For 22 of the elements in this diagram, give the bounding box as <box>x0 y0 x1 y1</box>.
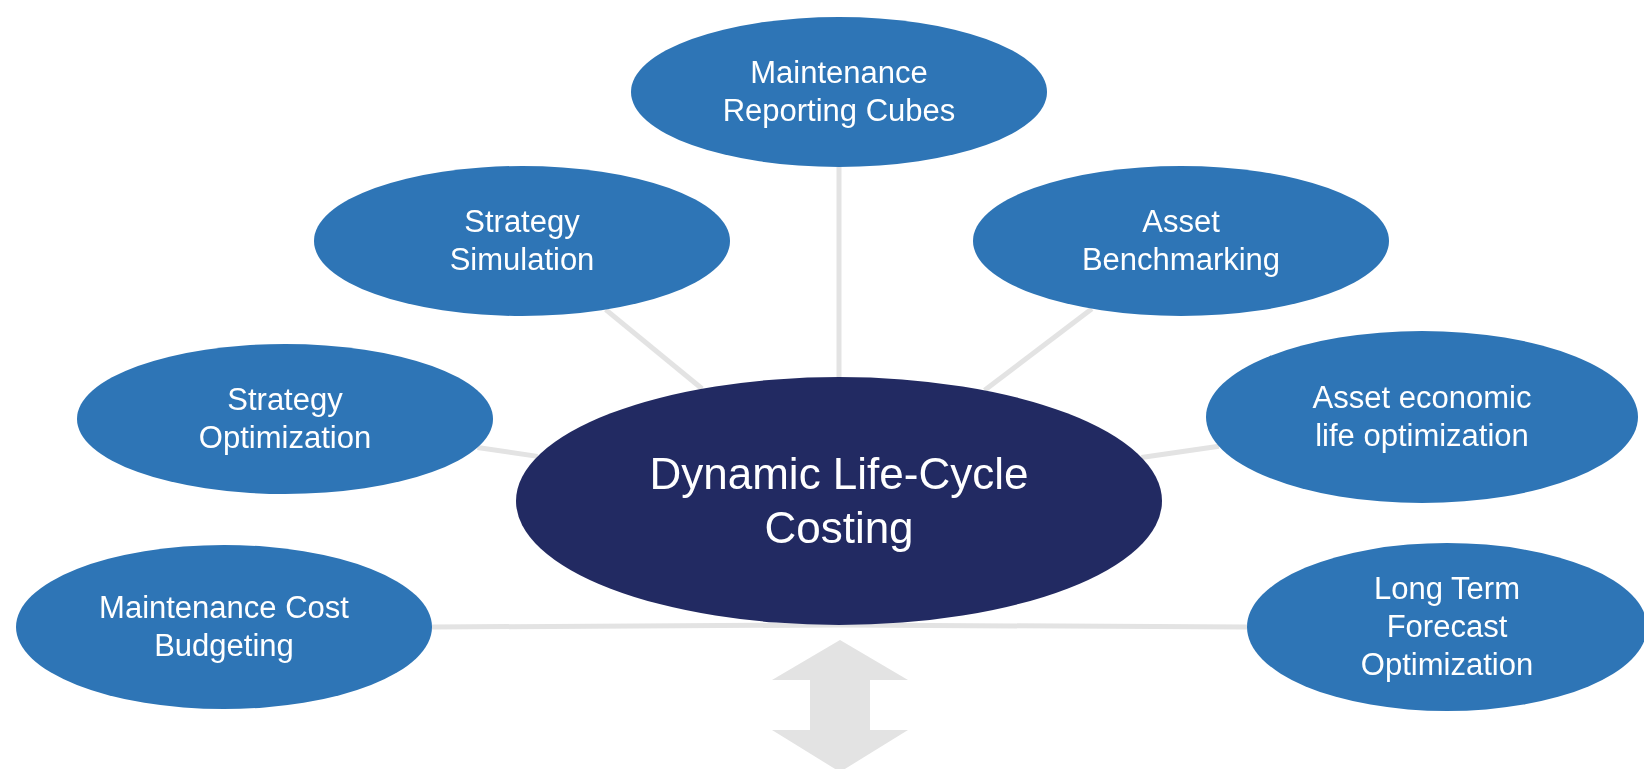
connector-line <box>1141 443 1220 460</box>
connector-line <box>604 307 704 391</box>
node-label: Maintenance Cost Budgeting <box>98 589 350 665</box>
connector-line <box>477 445 538 459</box>
ellipse-node <box>1206 331 1638 503</box>
connector-line <box>839 622 1247 630</box>
ellipse-node <box>16 545 432 709</box>
node-label: Asset Benchmarking <box>1080 203 1282 279</box>
node-label: Dynamic Life-Cycle Costing <box>648 448 1030 554</box>
ellipse-node <box>631 17 1047 167</box>
node-label: Long Term Forecast Optimization <box>1359 570 1535 684</box>
ellipse-node <box>516 377 1162 625</box>
node-label: Asset economic life optimization <box>1311 379 1533 455</box>
ellipse-node <box>314 166 730 316</box>
connector-line <box>836 167 842 377</box>
node-label: Strategy Simulation <box>448 203 596 279</box>
connector-line <box>983 306 1094 393</box>
ellipse-node <box>973 166 1389 316</box>
node-label: Maintenance Reporting Cubes <box>721 54 957 130</box>
node-label: Strategy Optimization <box>197 381 373 457</box>
connector-line <box>432 622 839 630</box>
ellipse-node <box>77 344 493 494</box>
